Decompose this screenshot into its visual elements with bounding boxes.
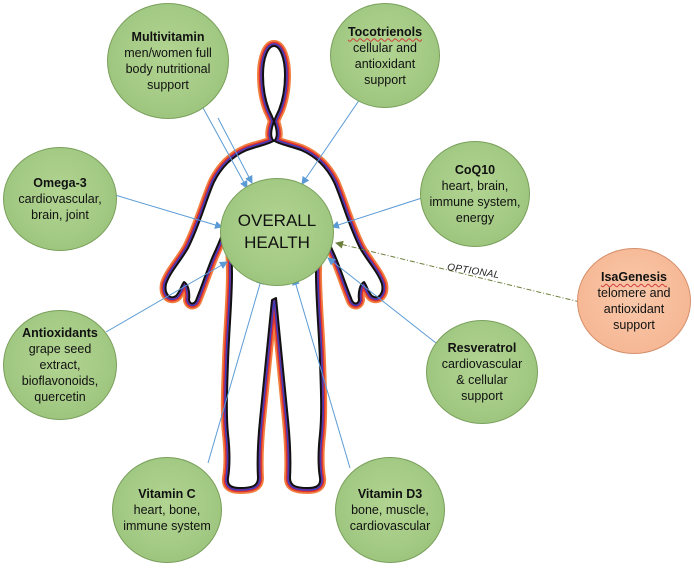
antioxidants-desc3: bioflavonoids, (21, 374, 99, 388)
isagenesis-desc2: antioxidant (603, 302, 665, 316)
omega3-desc1: cardiovascular, (18, 192, 102, 206)
coq10-node: CoQ10 heart, brain, immune system, energ… (420, 141, 530, 247)
isagenesis-desc3: support (613, 318, 655, 332)
arrow-coq10 (331, 196, 426, 229)
multivitamin-node: Multivitamin men/women full body nutriti… (107, 3, 229, 119)
resveratrol-desc1: cardiovascular (441, 357, 523, 371)
antioxidants-node: Antioxidants grape seed extract, bioflav… (3, 310, 117, 420)
center-line2: HEALTH (244, 233, 310, 252)
resveratrol-desc3: support (461, 389, 503, 403)
resveratrol-desc2: & cellular (456, 373, 508, 387)
coq10-title: CoQ10 (454, 163, 496, 177)
vitamind3-desc2: cardiovascular (349, 519, 431, 533)
arrow-vitamind3 (292, 277, 351, 469)
antioxidants-desc2: extract, (39, 358, 81, 372)
multivitamin-desc1: men/women full (124, 46, 212, 60)
coq10-desc3: energy (455, 211, 495, 225)
tocotrienols-desc1: cellular and (353, 40, 417, 55)
arrow-multivitamin (201, 105, 248, 189)
antioxidants-title: Antioxidants (22, 326, 98, 340)
coq10-desc2: immune system, (429, 195, 521, 209)
connector-arrows (105, 95, 437, 469)
arrow-vitaminc (207, 276, 264, 464)
arrow-tocotrienols (301, 95, 363, 185)
resveratrol-node: Resveratrol cardiovascular & cellular su… (426, 320, 538, 424)
isagenesis-desc1: telomere and (597, 286, 671, 300)
coq10-desc1: heart, brain, (441, 179, 509, 193)
isagenesis-title: IsaGenesis (600, 270, 667, 284)
resveratrol-title: Resveratrol (447, 341, 517, 355)
tocotrienols-title: Tocotrienols (347, 24, 423, 39)
omega3-title: Omega-3 (33, 176, 87, 190)
omega3-desc2: brain, joint (31, 208, 89, 222)
arrow-multivitamin-2 (217, 117, 253, 184)
antioxidants-desc4: quercetin (34, 390, 86, 404)
tocotrienols-node: Tocotrienols cellular and antioxidant su… (330, 3, 440, 108)
vitamind3-desc1: bone, muscle, (351, 503, 429, 517)
arrow-antioxidants (105, 261, 228, 333)
tocotrienols-desc3: support (364, 72, 406, 87)
vitamind3-title: Vitamin D3 (357, 487, 423, 501)
arrow-resveratrol (327, 257, 437, 344)
omega3-node: Omega-3 cardiovascular, brain, joint (3, 147, 117, 251)
multivitamin-desc3: support (147, 78, 189, 92)
arrow-isagenesis-optional (335, 240, 581, 303)
vitaminc-title: Vitamin C (138, 487, 196, 501)
arrow-omega3 (114, 194, 223, 229)
overall-health-node: OVERALL HEALTH (220, 178, 334, 286)
isagenesis-node: IsaGenesis telomere and antioxidant supp… (577, 248, 691, 354)
vitamind3-node: Vitamin D3 bone, muscle, cardiovascular (335, 457, 445, 563)
multivitamin-title: Multivitamin (131, 30, 205, 44)
vitaminc-desc2: immune system (123, 519, 211, 533)
antioxidants-desc1: grape seed (28, 342, 92, 356)
multivitamin-desc2: body nutritional (125, 62, 211, 76)
tocotrienols-desc2: antioxidant (354, 56, 416, 71)
vitaminc-node: Vitamin C heart, bone, immune system (112, 457, 222, 563)
vitaminc-desc1: heart, bone, (133, 503, 201, 517)
center-line1: OVERALL (237, 211, 317, 230)
